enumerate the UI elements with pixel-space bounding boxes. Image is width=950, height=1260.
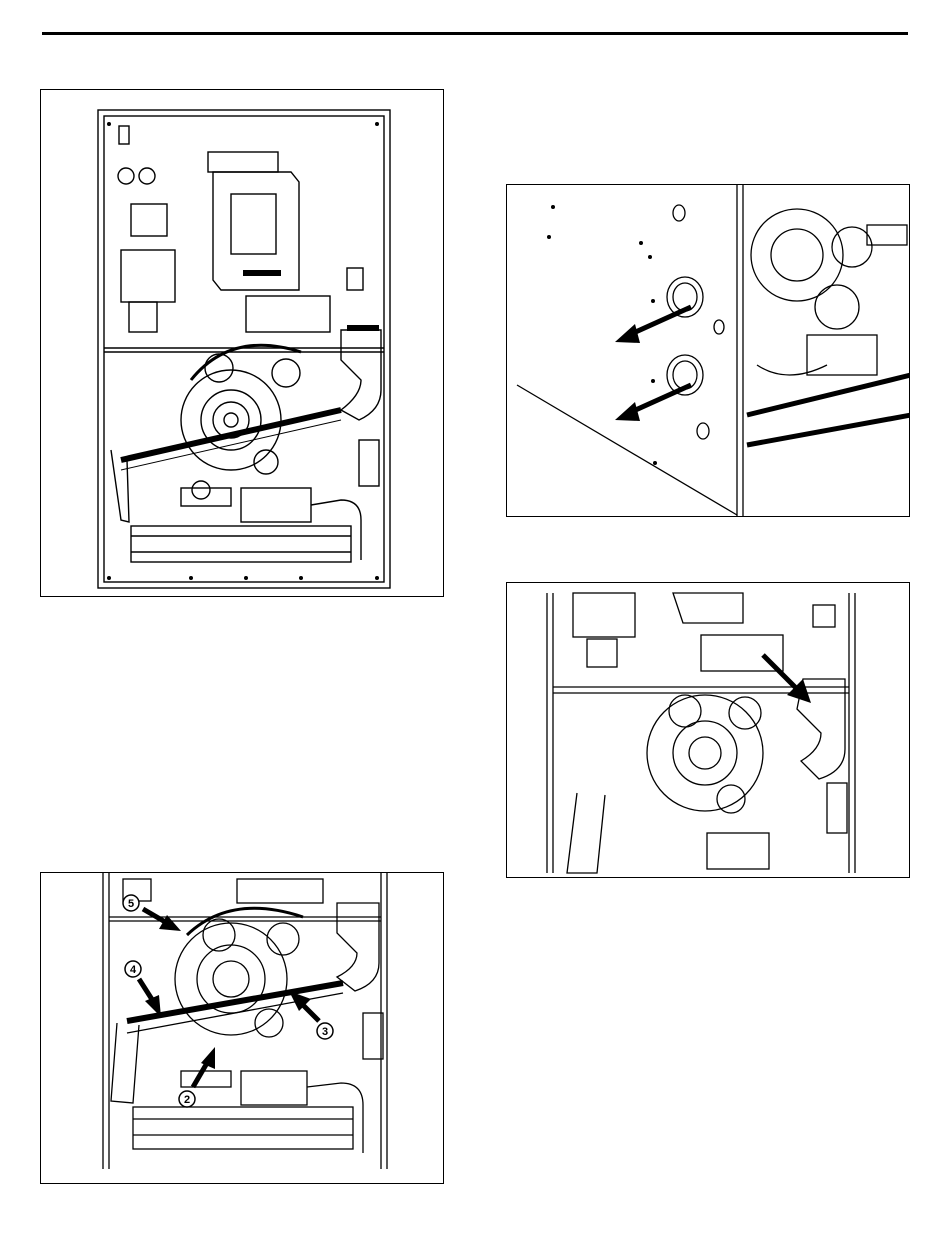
- callout-number: 3: [322, 1026, 328, 1038]
- callout-2: 2: [179, 1047, 215, 1107]
- figure-gas-and-condensate-components: 5 4 3 2: [40, 872, 444, 1184]
- knockouts-drawing: [507, 185, 910, 517]
- callout-4: 4: [125, 961, 161, 1017]
- arrow-icon: [139, 979, 153, 1001]
- figure-vent-pipe-connection: [506, 582, 910, 878]
- callout-number: 4: [130, 964, 137, 976]
- figure-cabinet-knockouts: [506, 184, 910, 517]
- figure-furnace-front-full: [40, 89, 444, 597]
- callout-5: 5: [123, 895, 181, 931]
- components-drawing: 5 4 3 2: [41, 873, 444, 1184]
- callout-3: 3: [289, 991, 333, 1039]
- furnace-front-drawing: [41, 90, 444, 597]
- header-rule: [42, 32, 908, 35]
- callout-number: 2: [184, 1094, 190, 1106]
- vent-pipe-drawing: [507, 583, 910, 878]
- callout-number: 5: [128, 898, 134, 910]
- arrow-icon: [193, 1063, 207, 1087]
